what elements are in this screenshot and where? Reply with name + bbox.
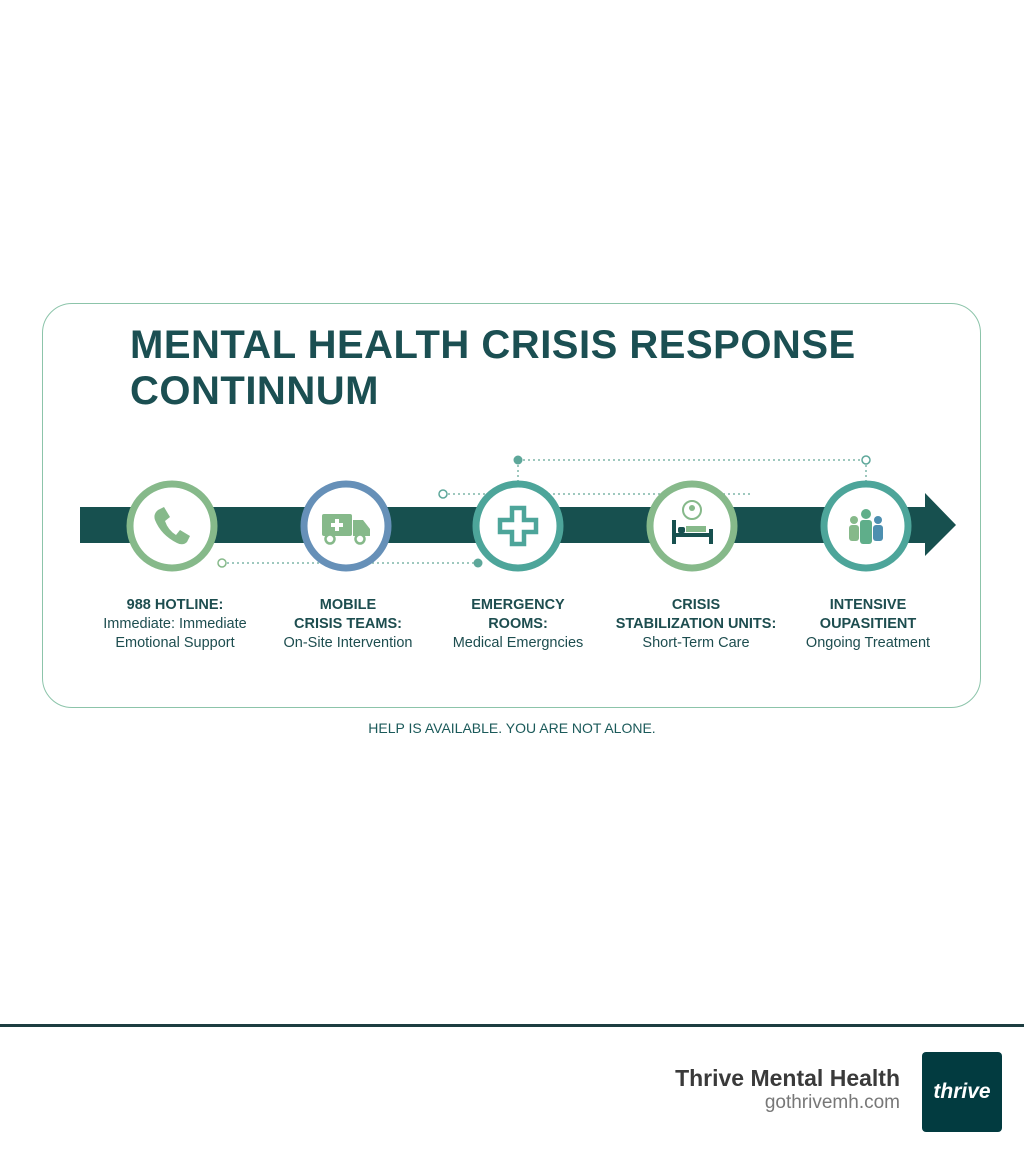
phone-icon xyxy=(154,507,190,545)
step-988-hotline: 988 HOTLINE: Immediate: Immediate Emotio… xyxy=(90,596,260,653)
step-description: Short-Term Care xyxy=(642,635,750,651)
step-crisis-stabilization: CRISIS STABILIZATION UNITS: Short-Term C… xyxy=(606,596,786,653)
step-heading: OUPASITIENT xyxy=(819,616,917,632)
card-frame xyxy=(42,303,981,708)
page-title: MENTAL HEALTH CRISIS RESPONSE CONTINNUM xyxy=(130,322,856,414)
footer-brand: Thrive Mental Health gothrivemh.com xyxy=(675,1064,900,1114)
ambulance-icon xyxy=(322,514,370,545)
connector-dots xyxy=(217,455,871,568)
brand-url[interactable]: gothrivemh.com xyxy=(764,1092,900,1113)
step-description: Emotional Support xyxy=(115,635,235,651)
step-heading: CRISIS TEAMS: xyxy=(294,616,402,632)
hospital-bed-icon xyxy=(672,500,713,544)
title-line-1: MENTAL HEALTH CRISIS RESPONSE xyxy=(130,323,856,367)
step-description: Medical Emergncies xyxy=(452,635,584,651)
step-heading: INTENSIVE xyxy=(829,597,907,613)
medical-cross-icon xyxy=(497,505,539,547)
step-emergency-rooms: EMERGENCY ROOMS: Medical Emergncies xyxy=(433,596,603,653)
group-icon xyxy=(849,509,883,544)
step-heading: EMERGENCY xyxy=(471,597,565,613)
step-heading: MOBILE xyxy=(319,597,377,613)
thrive-logo: thrive xyxy=(922,1052,1002,1132)
step-heading: ROOMS: xyxy=(488,616,548,632)
step-ring xyxy=(472,480,564,572)
step-description: On-Site Intervention xyxy=(283,635,413,651)
step-heading: 988 HOTLINE: xyxy=(126,597,224,613)
step-description: Ongoing Treatment xyxy=(805,635,931,651)
step-mobile-crisis-teams: MOBILE CRISIS TEAMS: On-Site Interventio… xyxy=(263,596,433,653)
step-description: Immediate: Immediate xyxy=(103,616,247,632)
step-intensive-outpatient: INTENSIVE OUPASITIENT Ongoing Treatment xyxy=(783,596,953,653)
tagline: HELP IS AVAILABLE. YOU ARE NOT ALONE. xyxy=(368,720,656,736)
step-ring xyxy=(126,480,218,572)
step-heading: STABILIZATION UNITS: xyxy=(615,616,777,632)
brand-name: Thrive Mental Health xyxy=(675,1065,900,1091)
title-line-2: CONTINNUM xyxy=(130,369,379,413)
step-heading: CRISIS xyxy=(671,597,721,613)
continuum-diagram xyxy=(80,455,956,572)
footer-divider xyxy=(0,1024,1024,1027)
